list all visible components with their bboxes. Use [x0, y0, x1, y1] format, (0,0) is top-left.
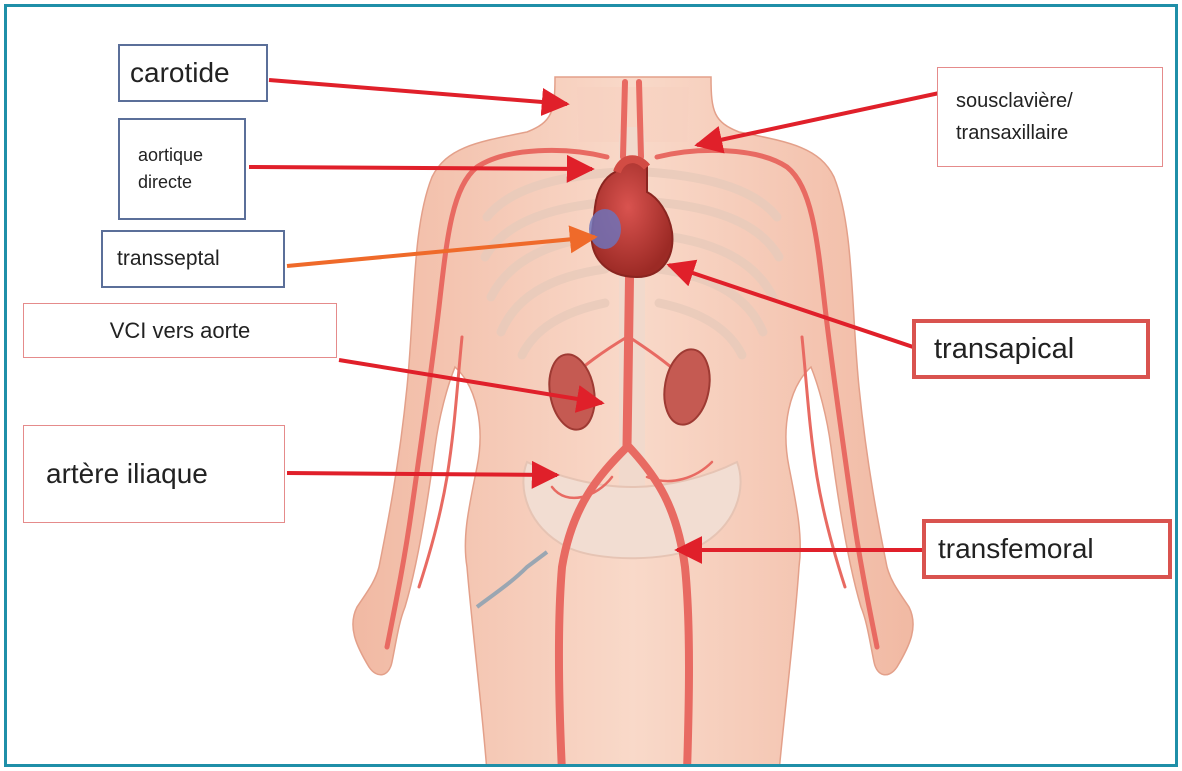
arrow-sousclaviere [697, 92, 944, 145]
label-carotide: carotide [118, 44, 268, 102]
figure-frame: carotide aortique directe transseptal VC… [4, 4, 1178, 767]
label-vci-vers-aorte: VCI vers aorte [23, 303, 337, 358]
label-sousclaviere-transaxillaire: sousclavière/ transaxillaire [937, 67, 1163, 167]
label-transapical: transapical [912, 319, 1150, 379]
arrow-aortique [249, 167, 592, 169]
label-aortique-directe: aortique directe [118, 118, 246, 220]
label-transseptal: transseptal [101, 230, 285, 288]
arrow-carotide [269, 80, 567, 104]
label-transfemoral: transfemoral [922, 519, 1172, 579]
label-artere-iliaque: artère iliaque [23, 425, 285, 523]
arrow-iliaque [287, 473, 557, 475]
